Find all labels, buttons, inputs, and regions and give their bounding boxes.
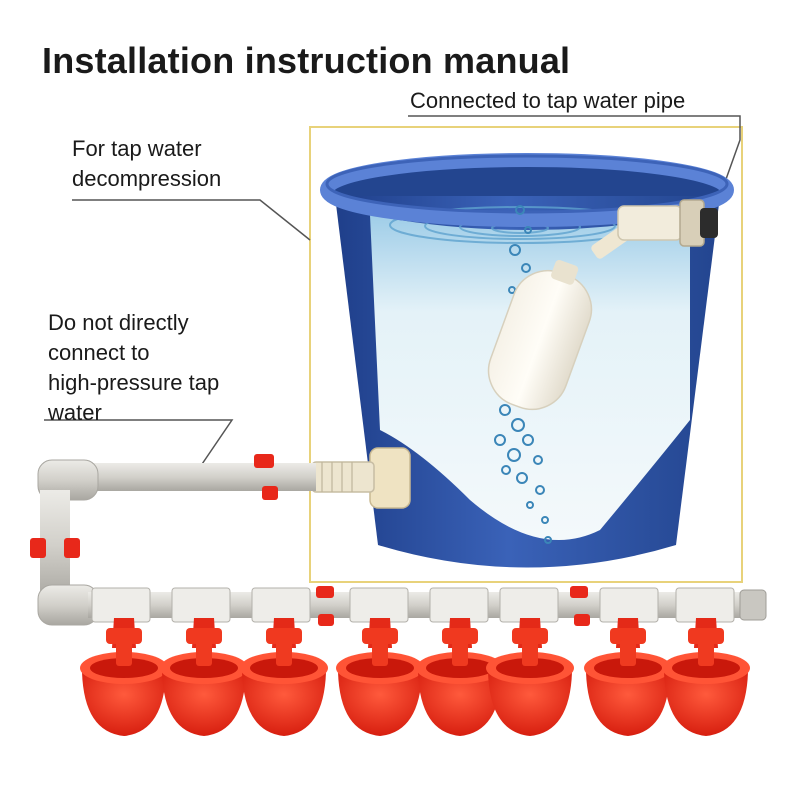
label-warning-line: high-pressure tap [48,370,220,395]
drinking-cup-icon [336,618,424,736]
highlight-frame [309,126,743,583]
label-pressure-warning: Do not directly connect to high-pressure… [48,308,219,428]
decompression-leader [72,199,311,241]
label-warning-line: connect to [48,340,150,365]
label-tap-water-pipe: Connected to tap water pipe [410,88,686,113]
page-title: Installation instruction manual [42,40,571,81]
tap-pipe-leader [408,115,741,197]
drinking-cup-icon [160,618,248,736]
drinking-cup-icon [240,618,328,736]
water-pipe-icon [30,454,767,626]
label-warning-line: water [48,400,102,425]
drinking-cup-icon [584,618,672,736]
drinking-cup-icon [662,618,750,736]
label-decompression-line: For tap water [72,136,202,161]
drinking-cups [80,618,750,736]
float-valve-icon [487,199,718,411]
bucket-outlet-icon [311,447,411,509]
label-decompression: For tap water decompression [72,134,221,194]
label-decompression-line: decompression [72,166,222,191]
label-warning-line: Do not directly [48,310,189,335]
drinking-cup-icon [80,618,168,736]
drinking-cup-icon [416,618,504,736]
warning-leader [44,419,234,471]
leader-lines [44,115,741,471]
drinking-cup-icon [486,618,574,736]
